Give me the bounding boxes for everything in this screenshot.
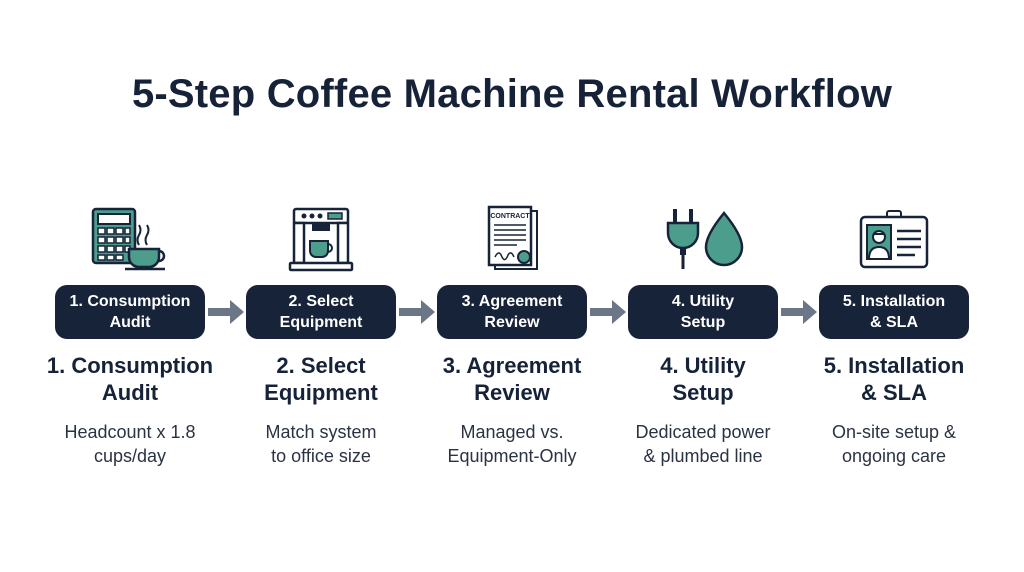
step-4: 4. Utility Setup 4. Utility Setup Dedica… xyxy=(618,0,788,572)
contract-document-icon: CONTRACT xyxy=(467,205,557,275)
step-3-description: Managed vs. Equipment-Only xyxy=(447,422,577,466)
step-1-pill: 1. Consumption Audit xyxy=(55,285,205,339)
contract-label: CONTRACT xyxy=(490,213,530,220)
step-3-heading: 3. Agreement Review xyxy=(442,353,582,405)
technician-id-card-icon xyxy=(849,205,939,275)
step-2: 2. Select Equipment 2. Select Equipment … xyxy=(236,0,406,572)
arrow-1-to-2 xyxy=(206,298,246,326)
page-title: 5-Step Coffee Machine Rental Workflow xyxy=(131,72,893,116)
plug-water-drop-icon xyxy=(658,205,748,275)
step-4-heading: 4. Utility Setup xyxy=(660,353,746,405)
step-1-heading: 1. Consumption Audit xyxy=(46,353,214,405)
step-1: 1. Consumption Audit 1. Consumption Audi… xyxy=(45,0,215,572)
step-1-description: Headcount x 1.8 cups/day xyxy=(64,422,196,466)
calculator-coffee-cup-icon xyxy=(85,205,175,275)
step-2-heading: 2. Select Equipment xyxy=(264,353,378,405)
step-5-heading: 5. Installation & SLA xyxy=(823,353,965,405)
arrow-4-to-5 xyxy=(779,298,819,326)
step-4-pill: 4. Utility Setup xyxy=(628,285,778,339)
step-5: 5. Installation & SLA 5. Installation & … xyxy=(809,0,979,572)
arrow-3-to-4 xyxy=(588,298,628,326)
step-4-description: Dedicated power & plumbed line xyxy=(635,422,771,466)
step-3-pill: 3. Agreement Review xyxy=(437,285,587,339)
step-3: CONTRACT 3. Agreement Review 3. Agreemen… xyxy=(427,0,597,572)
step-2-pill: 2. Select Equipment xyxy=(246,285,396,339)
step-2-description: Match system to office size xyxy=(265,422,377,466)
step-5-description: On-site setup & ongoing care xyxy=(831,422,957,466)
arrow-2-to-3 xyxy=(397,298,437,326)
espresso-machine-icon xyxy=(276,205,366,275)
step-5-pill: 5. Installation & SLA xyxy=(819,285,969,339)
